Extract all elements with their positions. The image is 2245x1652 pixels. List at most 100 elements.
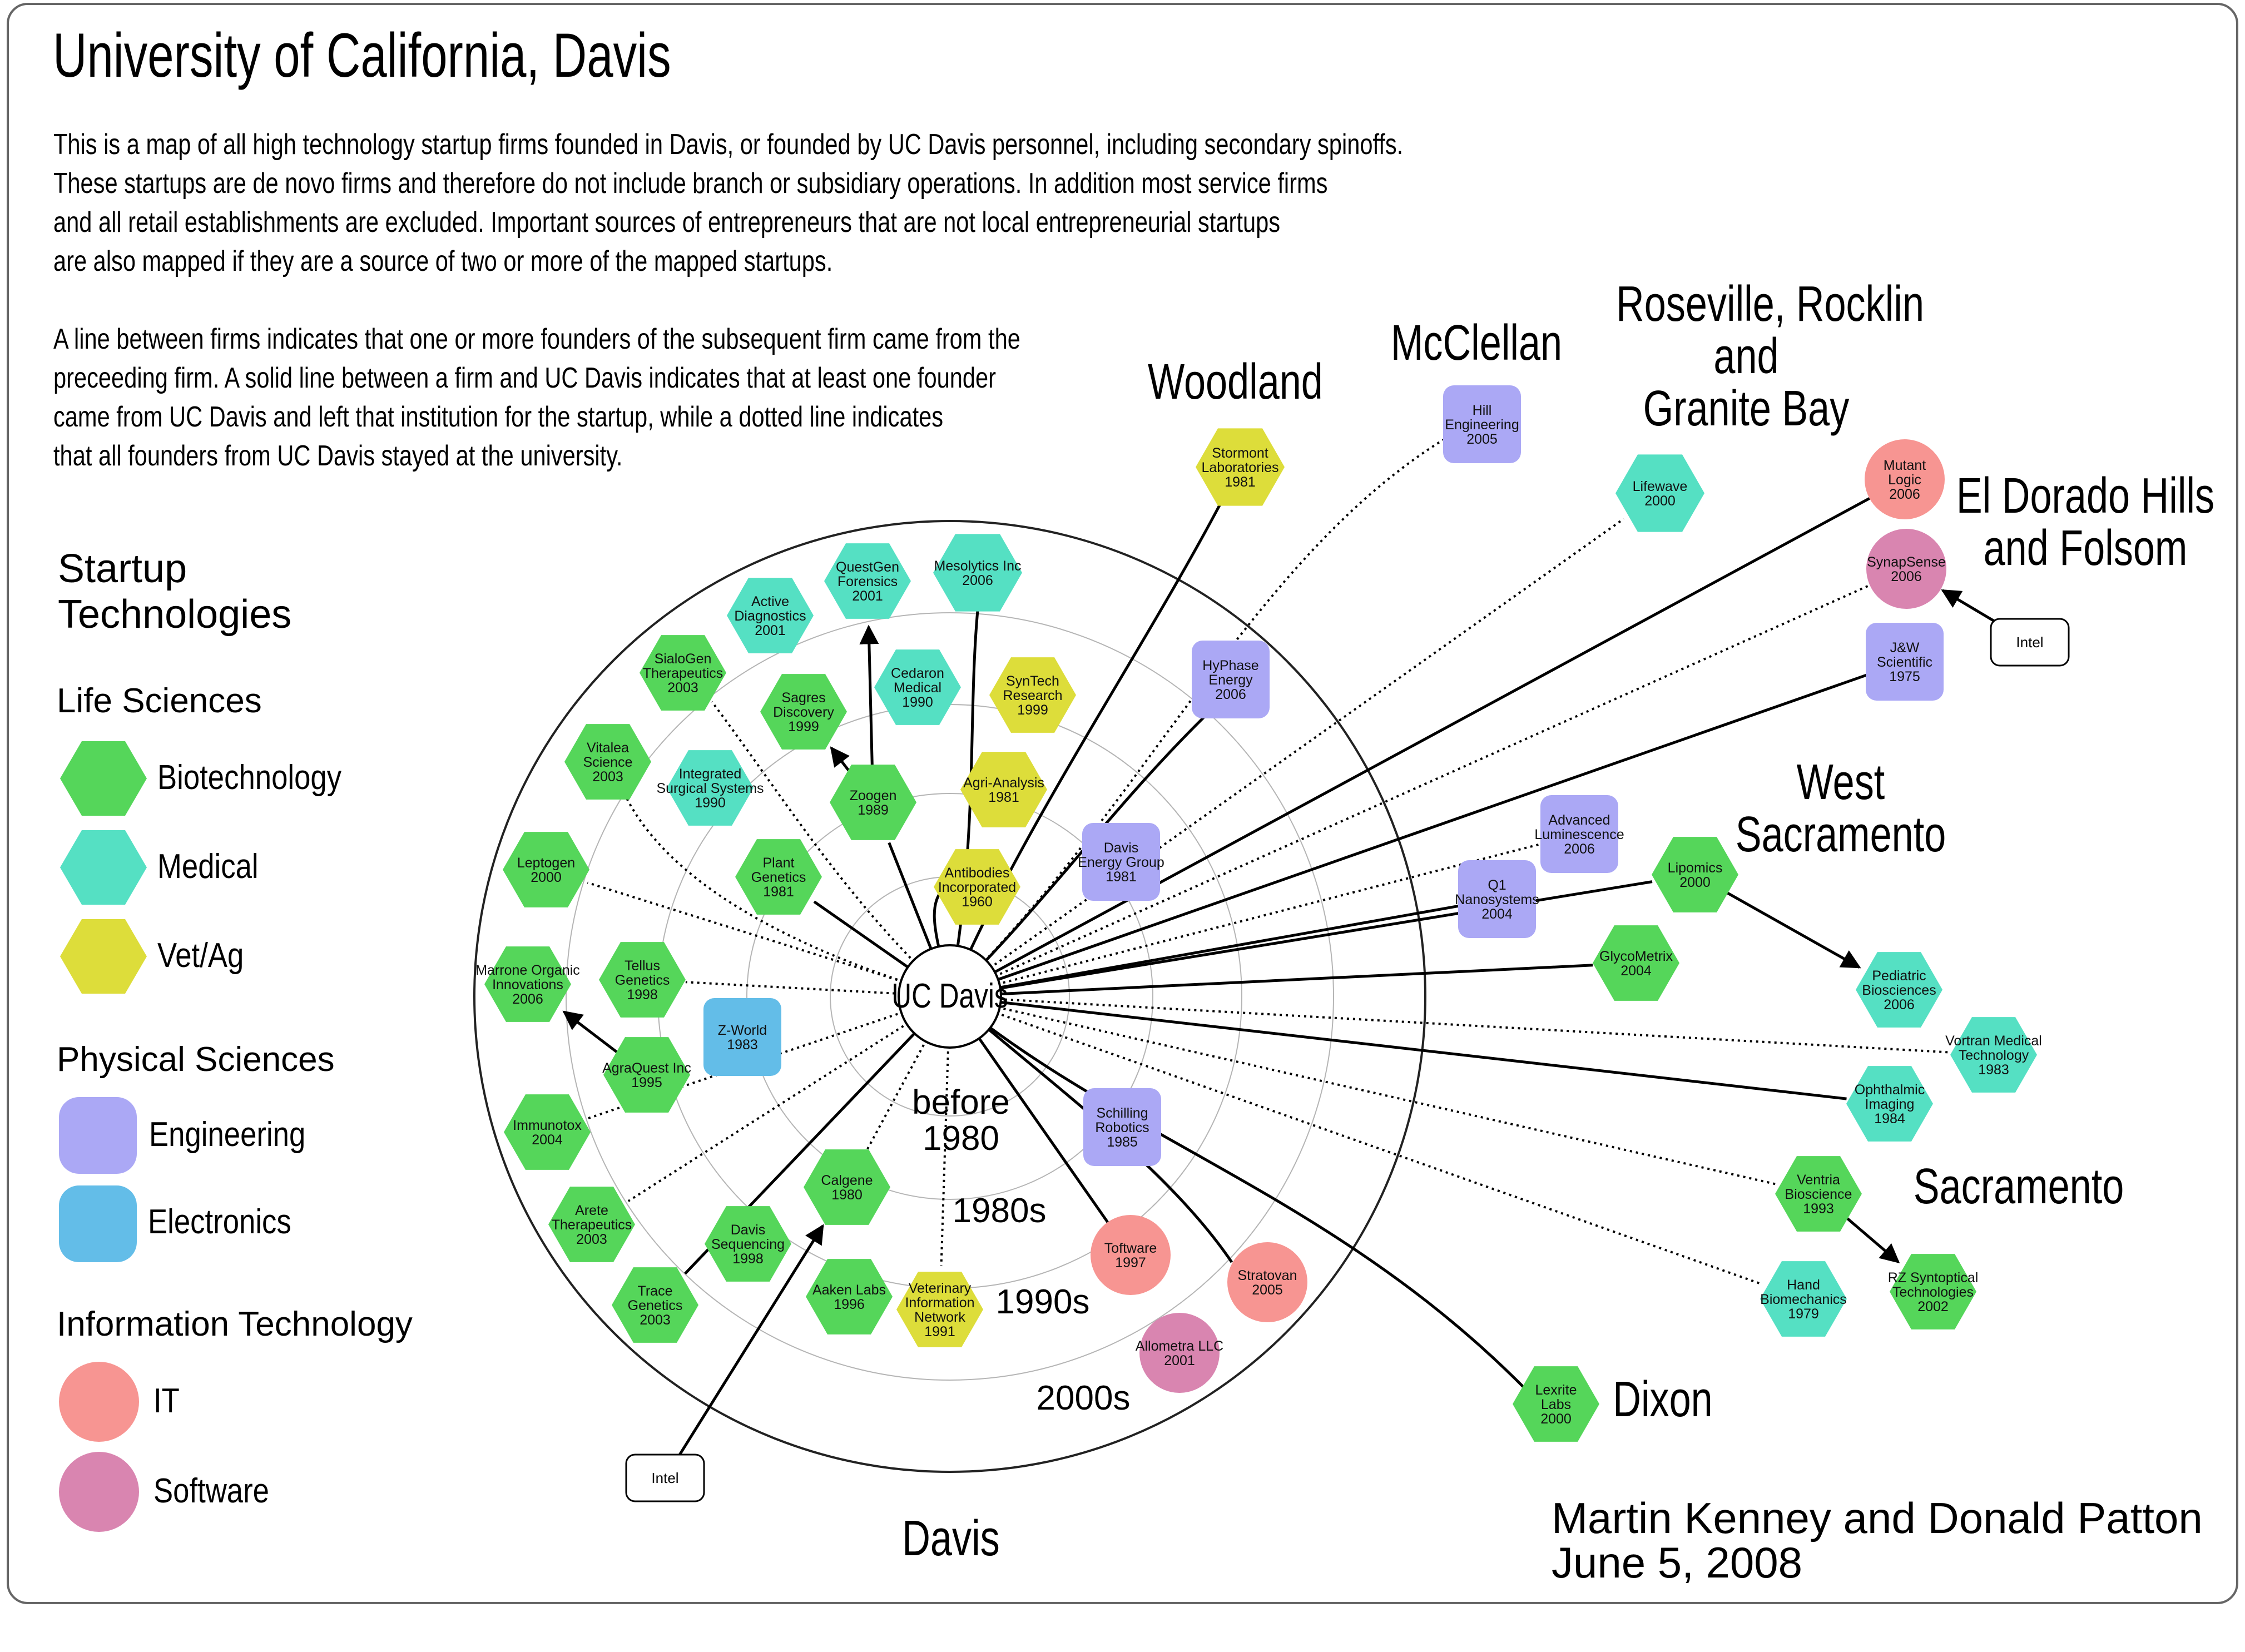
firm-label-line: Nanosystems	[1455, 892, 1539, 907]
firm-label-line: Vortran Medical	[1945, 1033, 2042, 1049]
legend-electronics-label: Electronics	[148, 1203, 291, 1241]
link-ucdavis-advlum	[949, 842, 1542, 998]
ring-label-2000s: 2000s	[1037, 1379, 1131, 1417]
firm-label-line: Ventria	[1797, 1172, 1840, 1188]
firm-label-line: Davis	[1104, 840, 1139, 856]
spinoff-lipomics-to-pediatric	[1724, 890, 1861, 969]
legend-biotech-label: Biotechnology	[157, 758, 342, 797]
firm-shape-allometra	[1139, 1313, 1220, 1393]
firm-label-line: Davis	[731, 1222, 766, 1238]
firm-label-line: Active	[751, 594, 789, 609]
firm-shape-mesolytics	[933, 534, 1022, 612]
firm-label-line: SynTech	[1006, 673, 1059, 689]
firm-label-line: Forensics	[837, 574, 898, 589]
firm-label-line: Vitalea	[587, 740, 629, 756]
description-line: are also mapped if they are a source of …	[53, 245, 833, 277]
firm-label-line: QuestGen	[836, 559, 899, 575]
ring-1980s	[746, 793, 1153, 1200]
source-box	[625, 1453, 705, 1502]
firm-shape-ophthalmic	[1846, 1066, 1933, 1142]
firm-shape-marrone	[484, 946, 571, 1022]
firm-shape-sialogen	[640, 635, 726, 711]
firm-shape-vortran	[1950, 1017, 2037, 1093]
firm-label-line: Hill	[1473, 403, 1492, 418]
firm-label-line: J&W	[1890, 640, 1920, 656]
ring-2000s	[566, 612, 1334, 1381]
line-explanation-text: A line between firms indicates that one …	[53, 320, 1020, 475]
firm-label-line: Z-World	[718, 1023, 767, 1038]
firm-label-line: Advanced	[1548, 812, 1610, 828]
source-intel_eldorado: Intel	[1990, 618, 2070, 667]
firm-shape-jw	[1866, 623, 1944, 701]
firm-label-line: 2001	[852, 588, 883, 604]
firm-shape-questgen	[824, 543, 911, 619]
firm-label-line: Technology	[1959, 1048, 2029, 1063]
spinoff-zoogen-to-questgen	[859, 624, 879, 768]
legend-software-label: Software	[153, 1472, 269, 1510]
firm-label-line: 2003	[667, 680, 698, 696]
firm-label-line: 1991	[924, 1324, 955, 1340]
firm-label-line: 2002	[1917, 1299, 1949, 1314]
legend-electronics-swatch	[59, 1185, 137, 1262]
legend-heading-line: Startup	[58, 547, 187, 591]
firm-label-line: Scientific	[1877, 654, 1932, 670]
firm-label-line: 1990	[695, 795, 726, 811]
region-westsac-line: Sacramento	[1735, 807, 1946, 862]
firm-label-line: 1998	[627, 987, 658, 1003]
firm-label-line: Toftware	[1104, 1241, 1157, 1256]
firm-shape-glycometrix	[1593, 925, 1679, 1001]
description-text: This is a map of all high technology sta…	[53, 125, 1403, 281]
firm-label-line: Schilling	[1096, 1105, 1148, 1121]
link-ucdavis-jw	[949, 673, 1869, 998]
firm-label-line: SynapSense	[1867, 554, 1946, 570]
firm-label-line: 2006	[1215, 687, 1246, 702]
firm-label-line: 1960	[962, 894, 993, 910]
firm-shape-tellus	[599, 942, 686, 1018]
region-davis: Davis	[902, 1511, 1000, 1566]
firms: StormontLaboratories1981HillEngineering2…	[475, 385, 2070, 1502]
firm-label-line: 1979	[1788, 1306, 1819, 1322]
firm-shape-trace	[612, 1267, 698, 1343]
firm-label-line: 1975	[1889, 669, 1920, 684]
firm-shape-arete	[548, 1187, 635, 1262]
firm-shape-vetinfo	[896, 1272, 983, 1347]
firm-label-line: 1980	[831, 1187, 863, 1203]
firm-shape-synapsense	[1866, 529, 1946, 609]
firm-label-line: Integrated	[679, 766, 742, 782]
firm-label-line: 2001	[1164, 1353, 1195, 1368]
firm-label-line: 2003	[640, 1312, 671, 1328]
spinoff-ventria-to-rz	[1843, 1215, 1900, 1264]
uc-davis-hub: UC Davis	[891, 944, 1008, 1049]
firm-label-line: 2004	[1620, 963, 1652, 979]
firm-shape-hyphase	[1192, 641, 1270, 718]
firm-label-line: 2003	[576, 1232, 607, 1247]
firm-label-line: AgraQuest Inc	[602, 1060, 691, 1076]
legend-engineering-swatch	[59, 1097, 137, 1174]
explanation-line: that all founders from UC Davis stayed a…	[53, 440, 623, 472]
firm-label-line: Medical	[894, 680, 941, 696]
ring-label-before: before	[912, 1083, 1010, 1122]
firm-label-line: Luminescence	[1534, 827, 1624, 842]
legend-it-label: IT	[153, 1382, 180, 1420]
firm-shape-hill	[1443, 385, 1521, 463]
firm-label-line: 1989	[858, 802, 889, 818]
firm-shape-lipomics	[1652, 837, 1738, 912]
